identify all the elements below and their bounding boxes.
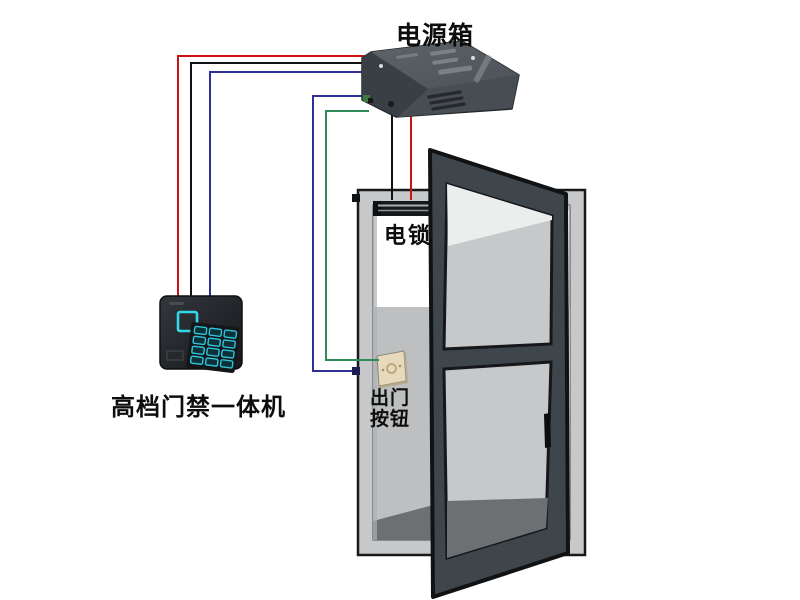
wire-red-psu-to-keypad [177,55,376,296]
exit-button-plate-shadow [379,351,408,388]
power-box-terminal-green [363,95,370,102]
power-box-left-face [362,52,428,117]
door-handle [544,413,551,448]
door-glass-upper-highlight [447,184,552,246]
power-box-front-face [398,75,519,117]
exit-button-label: 出门 按钮 [370,388,410,430]
frame-mount-nub [352,194,360,202]
keypad-badge [166,350,184,361]
lock-label: 电锁 [384,223,433,248]
wire-connector-block [352,367,360,375]
electric-lock-device [373,201,436,216]
power-box-top-face [371,41,519,89]
power-box-print [396,48,492,83]
wire-green-psu-to-exit [325,110,379,361]
exit-button-device [376,350,408,388]
power-box-terminal-black [368,98,373,103]
exit-button-screw [398,364,402,368]
power-supply-box [361,40,520,118]
exit-button-screw [381,368,385,372]
power-box-screw [471,56,475,60]
power-box-screw [379,64,383,68]
exit-button-label-line1: 出门 [370,388,411,409]
door-jamb-shadow-left [373,205,377,540]
power-box-led-hole [388,101,394,107]
exit-button-plate [376,350,407,387]
power-box-vents [427,90,466,111]
power-box-label: 电源箱 [396,23,475,50]
exit-button-label-line2: 按钮 [370,409,411,430]
door-leaf [428,148,570,599]
card-reader-zone [176,310,199,333]
exit-button-circle [386,363,397,374]
wire-black-psu-to-keypad [190,62,371,302]
door-assembly [352,148,587,599]
keypad-speaker-slot [169,302,184,305]
wire-blue-psu-to-keypad [209,71,367,302]
wire-blue-psu-to-exit [312,95,367,372]
keypad-label: 高档门禁一体机 [111,395,286,421]
keypad-keys [189,325,238,369]
keypad-key-panel [186,322,240,374]
access-control-keypad [159,295,243,374]
door-glass-floor-shadow [447,498,548,558]
doorway-floor-shadow [373,503,445,540]
electric-lock-body [374,201,436,216]
electric-lock-endcap [373,201,381,216]
wiring [177,55,412,375]
